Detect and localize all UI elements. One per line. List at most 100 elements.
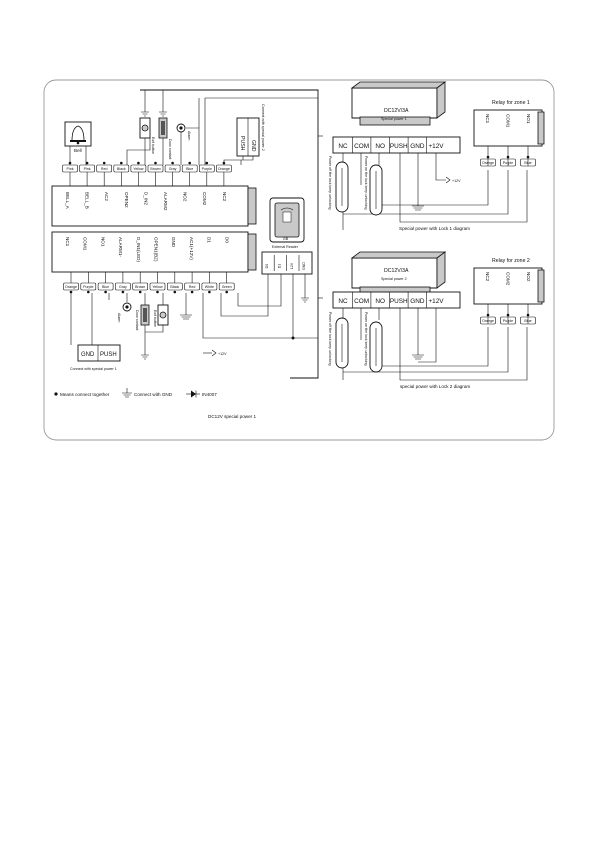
terminal-label: ALARM2 [163,192,168,211]
terminal-label: +12V [428,143,444,150]
bottom-device-wires [70,293,212,354]
top-terminal-block [51,185,249,227]
wire-color-label: Gray [119,285,127,289]
terminal-label: D1 [207,237,212,243]
terminal-label: GND [171,237,176,248]
footer-label: DC12V special power 1 [208,414,256,419]
junction-dot [222,161,226,165]
junction-dot [156,290,159,294]
ground-symbols-top [141,90,167,117]
terminal-label: D1 [277,264,281,269]
terminal-label: D_IN2 [143,192,148,205]
terminal-label: COM2 [506,272,511,286]
external-reader-icon [269,197,305,243]
gnd-label-top: GND [250,140,256,152]
legend-dot-icon [54,392,58,396]
terminal-label: NC [338,143,348,150]
terminal-label: COM1 [506,114,511,128]
terminal-label: NO1 [100,237,105,247]
terminal-label: COM [354,298,369,305]
terminal-label: D_IN1(LED) [136,237,141,262]
wire-color-label: Red [189,285,196,289]
exit-button-top-label: Exit button [151,137,155,154]
lock1-wires [318,135,528,230]
lock1-caption: Special power with Lock 1 diagram [399,226,470,231]
terminal-label: D0 [224,237,229,243]
terminal-label: GND [410,143,425,150]
psu1-sub: Special power 1 [381,117,407,121]
junction-dot [173,290,177,294]
wire-color-label: Blue [102,285,109,289]
junction-dot [205,161,209,165]
junction-dot [225,290,228,294]
terminal-label: COM1 [83,237,88,251]
door-contact-bottom-icon [140,304,150,326]
arrow-icon [445,176,451,184]
junction-dot [154,161,157,165]
terminal-label: PUSH [390,143,408,150]
legend-diode-icon [186,390,200,398]
junction-dot [69,290,73,294]
bottom-terminal-block [51,231,249,273]
terminal-label: OPEN2 [124,192,129,208]
push-label-top: PUSH [239,136,245,151]
terminal-label: NO [375,298,385,305]
lock1-left-lock-icon [335,161,349,213]
junction-dot [190,290,194,294]
relay2-pin-labels: NC2 COM2 NO2 [485,272,531,286]
terminal-label: NO1 [526,114,531,124]
terminal-label: NC2 [485,272,490,282]
terminal-label: ALARM1- [118,237,123,257]
psu2-terminal-block [332,291,461,309]
junction-dot [104,290,107,294]
alarm-bottom-label: Alarm [117,313,121,322]
bottom-block-end [247,233,257,271]
wire-color-label: Gray [169,167,177,171]
junction-dot [138,290,142,294]
terminal-label: NO2 [183,192,188,202]
wire-color-label: Pink [84,167,91,171]
terminal-label: NO [375,143,385,150]
reader-wires [202,274,318,339]
junction-dot [137,161,140,165]
junction-dot [171,161,174,165]
relay2-box [473,267,543,305]
lock1-right-lock-icon [369,164,383,216]
terminal-label: NC2 [222,192,227,202]
psu1-terminal-block [332,136,461,154]
top-block-end [247,187,257,225]
terminal-label: GND [410,298,425,305]
terminal-label: 12V [290,262,294,269]
bell-label: Bell [74,148,82,153]
junction-dot [208,290,211,294]
wire-color-label: White [205,285,214,289]
terminal-label: NO2 [526,272,531,282]
push-label-bottom: PUSH [100,352,117,358]
lock2-right-lock-icon [369,321,383,373]
alarm-bottom-icon [122,302,132,312]
wire-color-label: Brown [135,285,145,289]
diagram-frame [43,79,555,441]
lock2-left-lock-icon [335,317,349,369]
terminal-label: +12V [428,298,444,305]
psu2-sub: Special power 2 [381,277,407,281]
terminal-label: BELL_B [85,192,90,209]
terminal-label: COM [354,143,369,150]
psu2-icon [350,251,447,296]
external-reader-label: External Reader [272,245,299,249]
wire-color-label: Brown [150,167,160,171]
wire-color-label: Red [101,167,108,171]
terminal-label: NC [338,298,348,305]
terminal-label: AC1(+12V) [189,237,194,260]
lock1-note-left: Power off the lock keep unlocking [328,156,332,209]
wire-color-label: Green [222,285,232,289]
legend-diode-label: IN4007 [202,392,217,397]
relay2-title: Relay for zone 2 [492,258,530,264]
power2-connector [236,117,260,157]
